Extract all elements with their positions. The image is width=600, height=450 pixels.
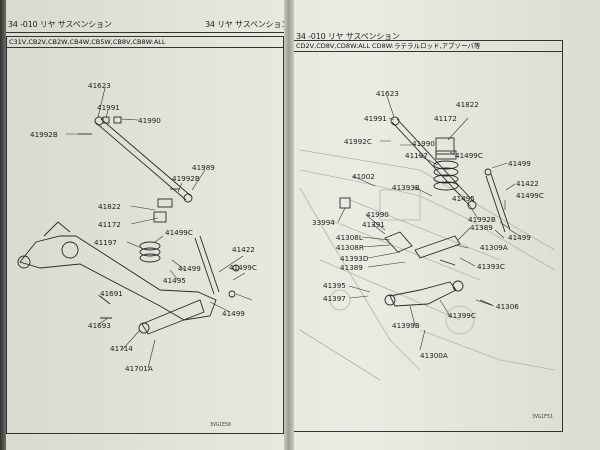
part-number: 41393B <box>392 183 420 192</box>
right-part-callouts: 41623 41822 41991 41172 41992C 41990 411… <box>312 89 544 360</box>
part-number: 41389 <box>470 223 493 232</box>
part-number: 41623 <box>376 89 399 98</box>
part-number: 41495 <box>452 194 475 203</box>
left-header-rule <box>6 32 284 33</box>
part-number: 41308R <box>336 243 364 252</box>
part-number: 41992C <box>344 137 372 146</box>
part-number: 41991 <box>364 114 387 123</box>
part-number: 41701A <box>125 364 153 373</box>
part-number: 41197 <box>94 238 117 247</box>
part-number: 41499C <box>516 191 544 200</box>
part-number: 41499C <box>165 228 193 237</box>
part-number: 41389 <box>340 263 363 272</box>
part-number: 41172 <box>434 114 457 123</box>
part-number: 41693 <box>88 321 111 330</box>
right-parts-drawing <box>339 116 511 307</box>
part-number: 41714 <box>110 344 133 353</box>
part-number: 41992B <box>30 130 58 139</box>
part-number: 41990 <box>138 116 161 125</box>
left-axle-drawing <box>17 211 240 335</box>
part-number: 41990 <box>366 210 389 219</box>
right-figure-code: 3VG1F51 <box>532 414 554 420</box>
leader-lines <box>66 87 521 369</box>
part-number: 41499C <box>455 151 483 160</box>
part-number: 41992B <box>468 215 496 224</box>
part-number: 41499 <box>222 309 245 318</box>
right-ghost-frame <box>299 149 556 381</box>
right-section-title: 34 -010 リヤ サスペンション <box>296 32 400 41</box>
part-number: 41989 <box>192 163 215 172</box>
part-number: 41308L <box>336 233 363 242</box>
page-spine <box>284 0 294 450</box>
part-number: 41399C <box>448 311 476 320</box>
part-number: 41499 <box>508 233 531 242</box>
left-part-callouts: 41623 41991 41990 41992B 41989 41992B 41… <box>30 81 257 373</box>
part-number: 41395 <box>323 281 346 290</box>
part-number: 41499 <box>508 159 531 168</box>
part-number: 41197 <box>405 151 428 160</box>
left-figure-code: 3VG1E50 <box>210 422 232 428</box>
left-diagram-frame: C31V,CB2V,CB2W,CB4W,CB5W,CB8V,CB8W:ALL <box>6 36 284 434</box>
left-section-title: 34 -010 リヤ サスペンション <box>8 20 112 29</box>
left-applicability: C31V,CB2V,CB2W,CB4W,CB5W,CB8V,CB8W:ALL <box>7 37 283 48</box>
part-number: 41397 <box>323 294 346 303</box>
part-number: 41991 <box>97 103 120 112</box>
part-number: 41495 <box>163 276 186 285</box>
part-number: 41172 <box>98 220 121 229</box>
part-number: 41499 <box>178 264 201 273</box>
part-number: 41623 <box>88 81 111 90</box>
right-running-title: 34 リヤ サスペンション <box>205 20 289 29</box>
part-number: 41002 <box>352 172 375 181</box>
left-lateral-rod-drawing <box>78 116 193 208</box>
part-number: 41691 <box>100 289 123 298</box>
part-number: 41499C <box>229 263 257 272</box>
part-number: 41309A <box>480 243 508 252</box>
part-number: 41393D <box>340 254 369 263</box>
right-applicability: CD2V,CD8V,CD8W:ALL CD8W:ラテラルロッド,アブソーバ等 <box>294 41 562 52</box>
part-number: 41422 <box>232 245 255 254</box>
part-number: 41391 <box>362 220 385 229</box>
part-number: 41992B <box>172 174 200 183</box>
part-number: 41822 <box>98 202 121 211</box>
part-number: 41306 <box>496 302 519 311</box>
part-number: 41393C <box>477 262 505 271</box>
part-number: 41422 <box>516 179 539 188</box>
part-number: 41300A <box>420 351 448 360</box>
part-number: 41822 <box>456 100 479 109</box>
binder-edge <box>0 0 6 450</box>
part-number: 33994 <box>312 218 335 227</box>
part-number: 41990 <box>412 139 435 148</box>
part-number: 41399B <box>392 321 420 330</box>
